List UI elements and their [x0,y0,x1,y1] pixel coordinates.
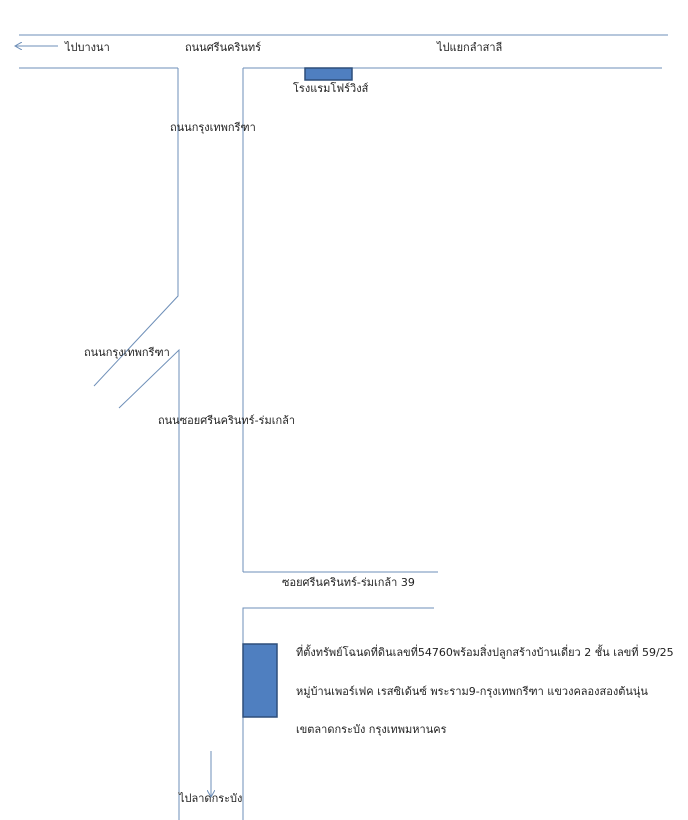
srinakarin-road-label: ถนนศรีนครินทร์ [185,41,262,54]
property-description-line-2: หมู่บ้านเพอร์เฟค เรสซิเด้นซ์ พระราม9-กรุ… [296,685,648,698]
hotel-marker [304,67,353,81]
krungthep-kreetha-road-left-edge [93,68,179,387]
soi-39-road-bottom-edge [242,607,434,820]
soi-srinakarin-romklao-label: ถนนซอยศรีนครินทร์-ร่มเกล้า [158,414,296,427]
property-description-line-3: เขตลาดกระบัง กรุงเทพมหานคร [296,723,447,736]
to-bangna-label: ไปบางนา [65,41,110,54]
soi-srinakarin-romklao-road-edge [118,348,180,820]
krungthep-kreetha-road-label: ถนนกรุงเทพกรีฑา [170,121,256,134]
soi-39-label: ซอยศรีนครินทร์-ร่มเกล้า 39 [282,576,415,589]
to-lat-krabang-label: ไปลาดกระบัง [179,792,243,805]
property-description-line-1: ที่ตั้งทรัพย์โฉนดที่ดินเลขที่54760พร้อมส… [296,646,674,659]
krungthep-kreetha-road-left-label: ถนนกรุงเทพกรีฑา [84,346,170,359]
property-location-marker [242,643,278,718]
hotel-label: โรงแรมโฟร์วิงส์ [293,82,369,95]
to-lam-sali-label: ไปแยกลำสาลี [437,41,503,54]
